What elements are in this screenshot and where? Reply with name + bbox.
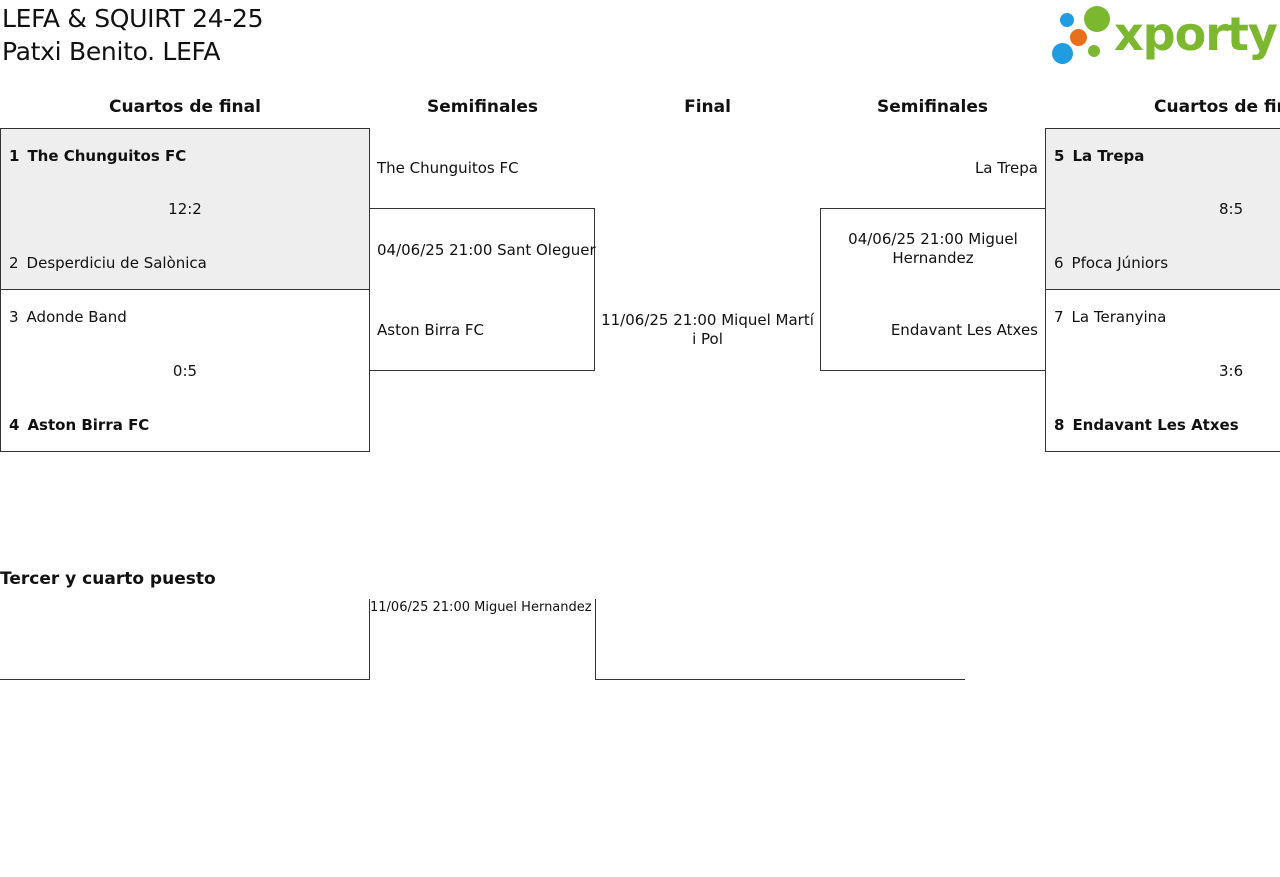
- seed-number: 4: [9, 416, 20, 434]
- third-place-right-slot[interactable]: [595, 599, 965, 680]
- team-name: La Teranyina: [1071, 308, 1167, 326]
- header-right-semis: Semifinales: [877, 97, 988, 117]
- match-team-top: 5 La Trepa: [1054, 146, 1144, 166]
- team-name: Endavant Les Atxes: [1072, 416, 1239, 434]
- final-match-info: 11/06/25 21:00 Miquel Martí i Pol: [601, 311, 814, 348]
- right-semi-bottom-team: Endavant Les Atxes: [890, 321, 1038, 339]
- match-info: 04/06/25 21:00 Sant Oleguer: [377, 241, 596, 259]
- page-title: LEFA & SQUIRT 24-25 Patxi Benito. LEFA: [2, 2, 264, 68]
- match-score: 0:5: [172, 362, 198, 380]
- tournament-name: Patxi Benito. LEFA: [2, 37, 221, 66]
- xporty-logo: xporty: [1052, 4, 1278, 68]
- seed-number: 3: [9, 308, 19, 326]
- third-place-match-info: 11/06/25 21:00 Miguel Hernandez: [370, 600, 592, 615]
- match-team-top: 7 La Teranyina: [1054, 307, 1166, 327]
- logo-wordmark: xporty: [1114, 7, 1278, 61]
- match-team-bottom: 2 Desperdiciu de Salònica: [9, 253, 207, 273]
- seed-number: 1: [9, 147, 20, 165]
- team-name: Pfoca Júniors: [1071, 254, 1169, 272]
- match-score: 12:2: [168, 200, 202, 218]
- team-name: The Chunguitos FC: [27, 147, 187, 165]
- team-name: Desperdiciu de Salònica: [26, 254, 207, 272]
- right-quarter-match-1[interactable]: 5 La Trepa 8:5 6 Pfoca Júniors: [1045, 128, 1280, 290]
- header-right-quarters: Cuartos de final: [1154, 97, 1280, 117]
- logo-dot-green-small: [1088, 45, 1100, 57]
- third-place-title: Tercer y cuarto puesto: [0, 569, 216, 589]
- left-semi-bottom-team: Aston Birra FC: [377, 321, 484, 339]
- right-semi-match[interactable]: 04/06/25 21:00 Miguel Hernandez Endavant…: [820, 208, 1046, 371]
- third-place-left-slot[interactable]: [0, 599, 370, 680]
- team-name: La Trepa: [1072, 147, 1145, 165]
- right-semi-top-team: La Trepa: [974, 159, 1038, 177]
- header-left-semis: Semifinales: [427, 97, 538, 117]
- match-team-top: 3 Adonde Band: [9, 307, 127, 327]
- logo-dot-blue-large: [1052, 43, 1073, 64]
- competition-name: LEFA & SQUIRT 24-25: [2, 4, 264, 33]
- match-team-bottom: 8 Endavant Les Atxes: [1054, 415, 1239, 435]
- seed-number: 5: [1054, 147, 1065, 165]
- seed-number: 7: [1054, 308, 1064, 326]
- match-team-bottom: 4 Aston Birra FC: [9, 415, 149, 435]
- logo-dot-green: [1084, 6, 1110, 32]
- match-team-bottom: 6 Pfoca Júniors: [1054, 253, 1168, 273]
- header-final: Final: [684, 97, 731, 117]
- seed-number: 8: [1054, 416, 1065, 434]
- match-score: 3:6: [1219, 362, 1244, 380]
- header-left-quarters: Cuartos de final: [109, 97, 261, 117]
- team-name: Aston Birra FC: [27, 416, 150, 434]
- logo-dot-orange: [1070, 29, 1087, 46]
- left-semi-match[interactable]: 04/06/25 21:00 Sant Oleguer Aston Birra …: [369, 208, 596, 371]
- left-semi-top-team: The Chunguitos FC: [377, 159, 519, 177]
- logo-dot-blue: [1060, 13, 1074, 27]
- match-team-top: 1 The Chunguitos FC: [9, 146, 186, 166]
- seed-number: 2: [9, 254, 19, 272]
- match-score: 8:5: [1219, 200, 1244, 218]
- left-quarter-match-2[interactable]: 3 Adonde Band 0:5 4 Aston Birra FC: [0, 289, 370, 452]
- left-quarter-match-1[interactable]: 1 The Chunguitos FC 12:2 2 Desperdiciu de …: [0, 128, 370, 290]
- match-info: 04/06/25 21:00 Miguel Hernandez: [848, 230, 1018, 267]
- right-quarter-match-2[interactable]: 7 La Teranyina 3:6 8 Endavant Les Atxes: [1045, 289, 1280, 452]
- seed-number: 6: [1054, 254, 1064, 272]
- team-name: Adonde Band: [26, 308, 127, 326]
